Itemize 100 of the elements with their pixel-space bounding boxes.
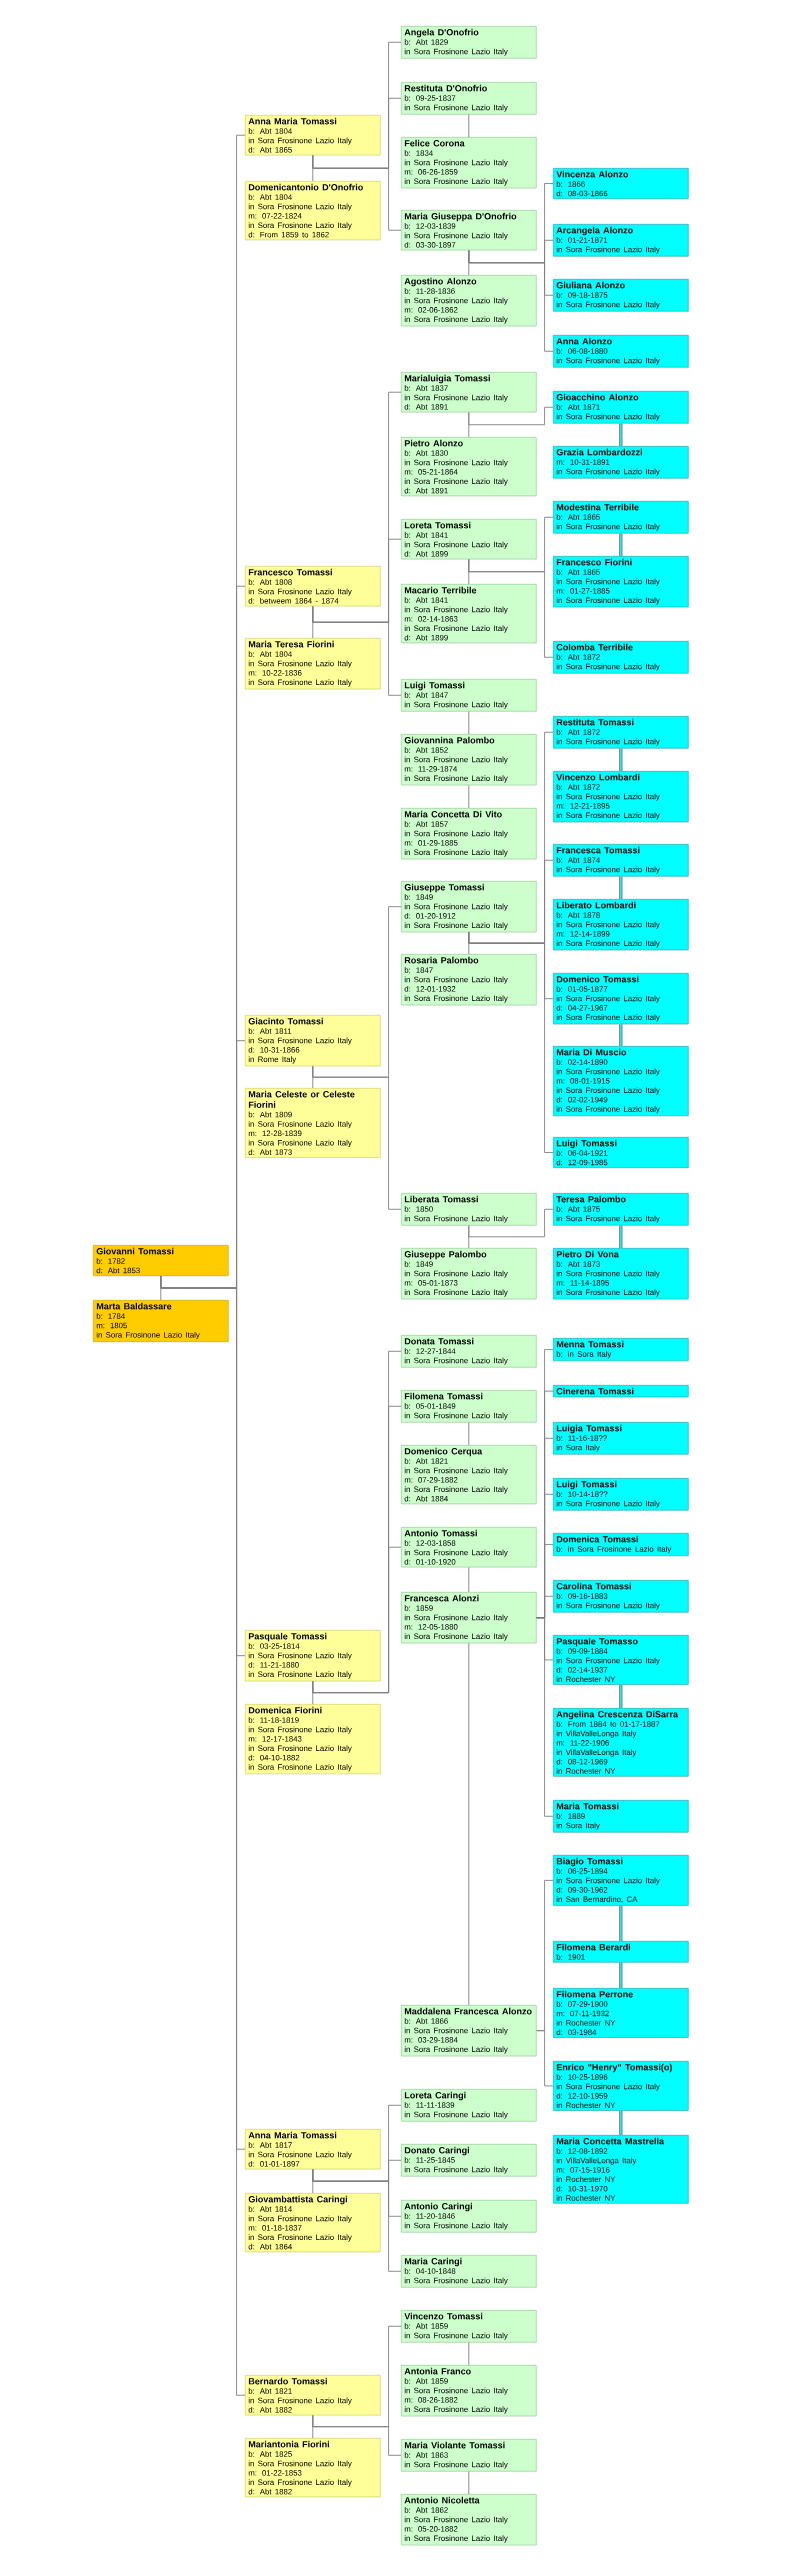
person-box xyxy=(245,638,381,690)
person-box xyxy=(245,1630,381,1682)
person-box xyxy=(553,1635,689,1685)
person-name: Vincenzo Lombardi xyxy=(556,773,640,781)
person-name: Menna Tomassi xyxy=(556,1340,624,1348)
person-name: Domenica Tomassi xyxy=(556,1535,638,1543)
person-box xyxy=(245,2129,381,2170)
person-name: Cinerena Tomassi xyxy=(556,1387,634,1395)
person-name: Grazia Lombardozzi xyxy=(556,448,642,456)
person-name: Liberata Tomassi xyxy=(404,1195,478,1203)
spouse-line xyxy=(468,2342,470,2366)
person-name: Francesca Alonzi xyxy=(404,1594,479,1602)
person-name: Domenica Fiorini xyxy=(248,1706,322,1714)
person-box xyxy=(553,224,689,257)
person-box xyxy=(401,210,537,251)
descent-line xyxy=(312,605,402,696)
person-name: Marialuigia Tomassi xyxy=(404,374,490,384)
person-name: Filomena Perrone xyxy=(556,1990,633,1998)
person-box xyxy=(401,1248,537,1300)
person-box xyxy=(245,181,381,241)
person-name: Vincenza Alonzo xyxy=(556,170,629,178)
person-name: Loreta Caringi xyxy=(404,2091,466,2101)
person-name: Domenico Tomassi xyxy=(556,975,639,983)
descent-line xyxy=(312,1065,402,1210)
person-box xyxy=(553,556,689,608)
descent-line xyxy=(468,1208,554,1238)
person-box xyxy=(401,2005,537,2057)
person-box xyxy=(401,1193,537,1226)
person-name: Giuliana Alonzo xyxy=(556,281,625,289)
spouse-line xyxy=(468,784,470,809)
person-name: Donato Caringi xyxy=(404,2146,469,2156)
person-name: Liberato Lombardi xyxy=(556,901,636,909)
person-box xyxy=(553,1941,689,1963)
person-name: Carolina Tomassi xyxy=(556,1582,631,1590)
person-box xyxy=(401,584,537,644)
person-name: Colomba Terribile xyxy=(556,643,633,651)
person-name: Francesco Fiorini xyxy=(556,558,632,566)
person-box xyxy=(401,881,537,933)
person-name: Maria Celeste or Celeste Fiorini xyxy=(248,1090,355,1108)
descent-line xyxy=(312,1546,402,1694)
person-name: Luigi Tomassi xyxy=(404,681,465,691)
person-box xyxy=(401,1390,537,1423)
person-name: Luigi Tomassi xyxy=(556,1139,617,1149)
person-name: Macario Terribile xyxy=(404,586,477,594)
person-box xyxy=(553,1338,689,1362)
person-name: Restituta Tomassi xyxy=(556,718,634,726)
person-box xyxy=(401,82,537,115)
person-name: Maria Violante Tomassi xyxy=(404,2441,505,2449)
person-box xyxy=(553,1385,689,1398)
person-name: Anna Maria Tomassi xyxy=(248,2131,337,2139)
descent-line xyxy=(312,2168,402,2272)
person-name: Rosaria Palombo xyxy=(404,956,479,964)
person-name: Loreta Tomassi xyxy=(404,521,471,529)
spouse-line xyxy=(619,1905,623,1942)
spouse-line xyxy=(468,114,470,138)
person-box xyxy=(401,2200,537,2233)
descent-line xyxy=(468,249,554,352)
person-name: Pasquale Tomasso xyxy=(556,1637,638,1647)
person-box xyxy=(245,2193,381,2253)
person-name: Angela D'Onofrio xyxy=(404,28,479,38)
person-name: Domenico Cerqua xyxy=(404,1447,483,1457)
spouse-line xyxy=(468,2471,470,2495)
person-name: Anna Maria Tomassi xyxy=(248,117,337,125)
person-name: Luigi Tomassi xyxy=(556,1480,617,1490)
person-box xyxy=(401,2310,537,2343)
spouse-line xyxy=(619,875,623,900)
descent-line xyxy=(536,2030,554,2087)
person-box xyxy=(245,2375,381,2416)
spouse-line xyxy=(619,747,623,772)
person-box xyxy=(401,1592,537,1644)
person-box xyxy=(553,1855,689,1906)
person-box xyxy=(245,1088,381,1158)
person-name: Vincenzo Tomassi xyxy=(404,2312,483,2320)
person-box xyxy=(553,501,689,534)
person-box xyxy=(553,899,689,951)
spouse-line xyxy=(619,1023,623,1047)
person-box xyxy=(553,844,689,877)
descent-line xyxy=(468,931,554,1153)
person-box xyxy=(553,1580,689,1613)
person-name: Maria Di Muscio xyxy=(556,1048,627,1056)
person-name: Francesco Tomassi xyxy=(248,568,332,576)
person-box xyxy=(401,954,537,1006)
person-box xyxy=(553,335,689,368)
spouse-line xyxy=(619,532,623,557)
person-box xyxy=(553,1193,689,1226)
person-box xyxy=(553,1422,689,1455)
descent-line xyxy=(536,1617,554,1817)
person-box xyxy=(553,1046,689,1117)
descent-line xyxy=(312,2414,402,2456)
descent-line xyxy=(468,406,554,426)
person-box xyxy=(401,437,537,497)
person-box xyxy=(93,1245,229,1276)
descent-line xyxy=(160,1275,246,2396)
person-name: Marta Baldassare xyxy=(96,1302,172,1310)
person-name: Maria Caringi xyxy=(404,2257,462,2267)
person-name: Maddalena Francesca Alonzo xyxy=(404,2007,532,2015)
person-name: Antonio Nicoletta xyxy=(404,2496,480,2504)
person-box xyxy=(401,1335,537,1368)
person-name: Antonio Tomassi xyxy=(404,1529,477,1537)
person-name: Luigia Tomassi xyxy=(556,1424,622,1434)
